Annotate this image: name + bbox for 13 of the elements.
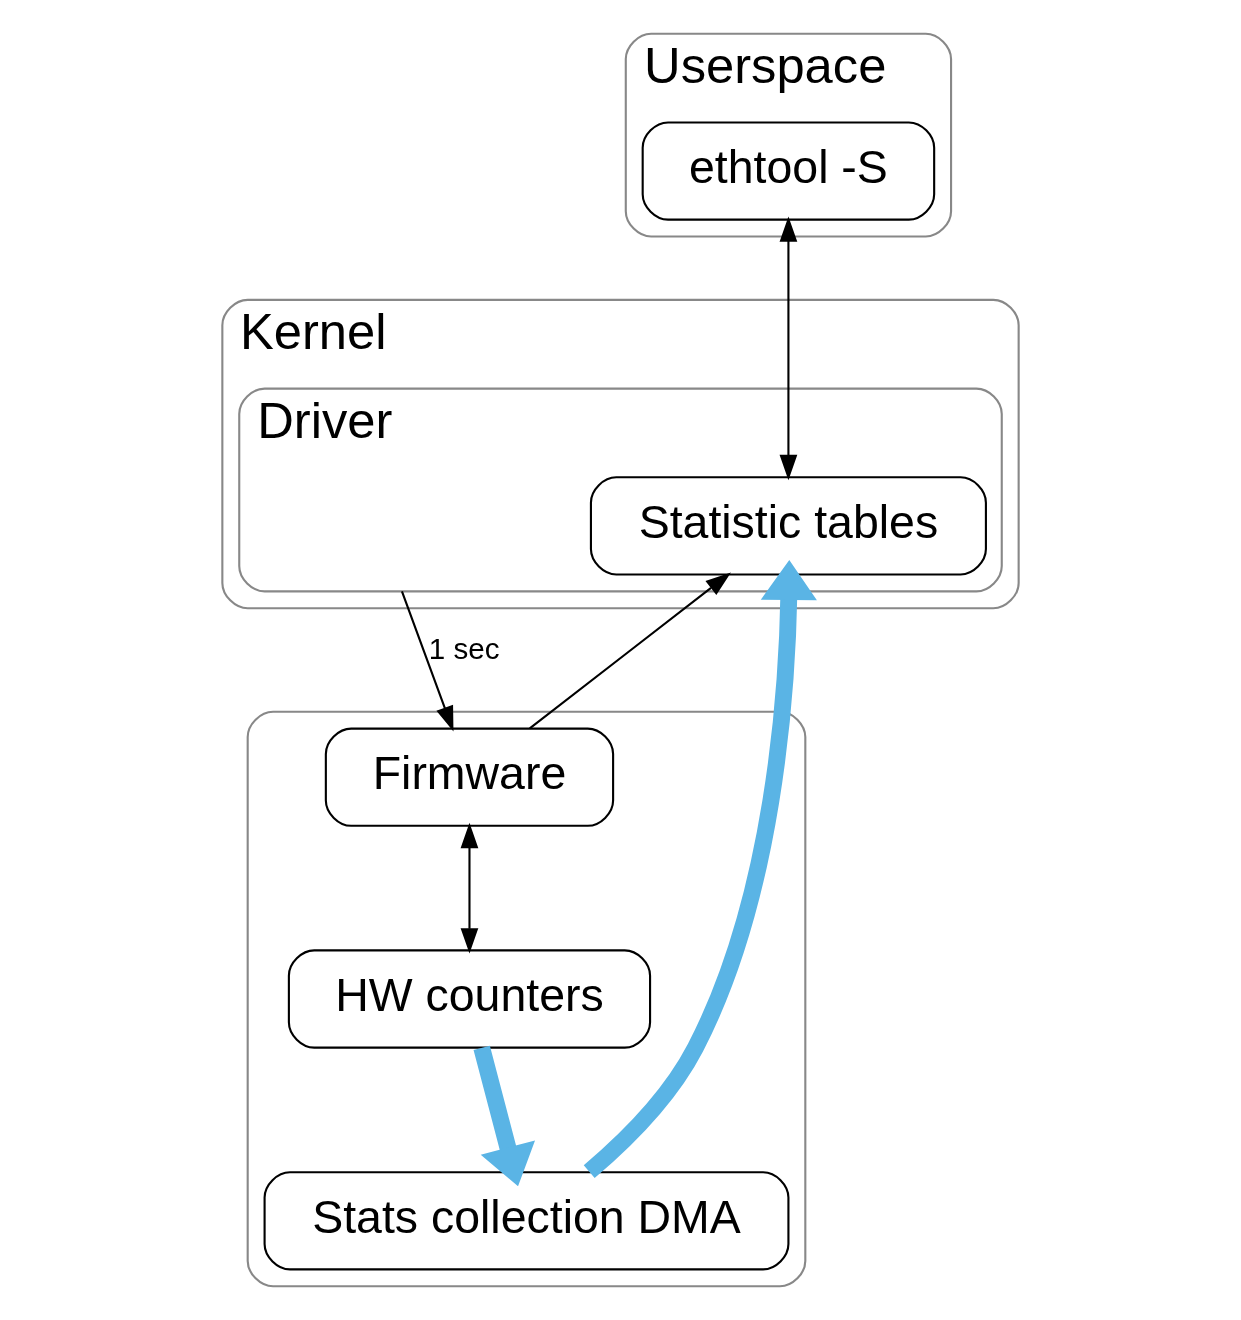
node-box: HW counters xyxy=(287,949,652,1049)
cluster xyxy=(246,710,807,1288)
arrow xyxy=(529,572,731,730)
arrow xyxy=(400,591,454,732)
node-box: Firmware xyxy=(324,727,615,827)
arrow xyxy=(473,1045,535,1187)
arrow xyxy=(460,822,479,954)
node-box: Stats collection DMA xyxy=(263,1171,790,1271)
edge-label: 1 sec xyxy=(428,632,500,666)
node-box: Statistic tables xyxy=(589,476,987,576)
arrow xyxy=(779,216,798,481)
arrow xyxy=(583,559,817,1178)
node-box: ethtool -S xyxy=(641,121,936,221)
